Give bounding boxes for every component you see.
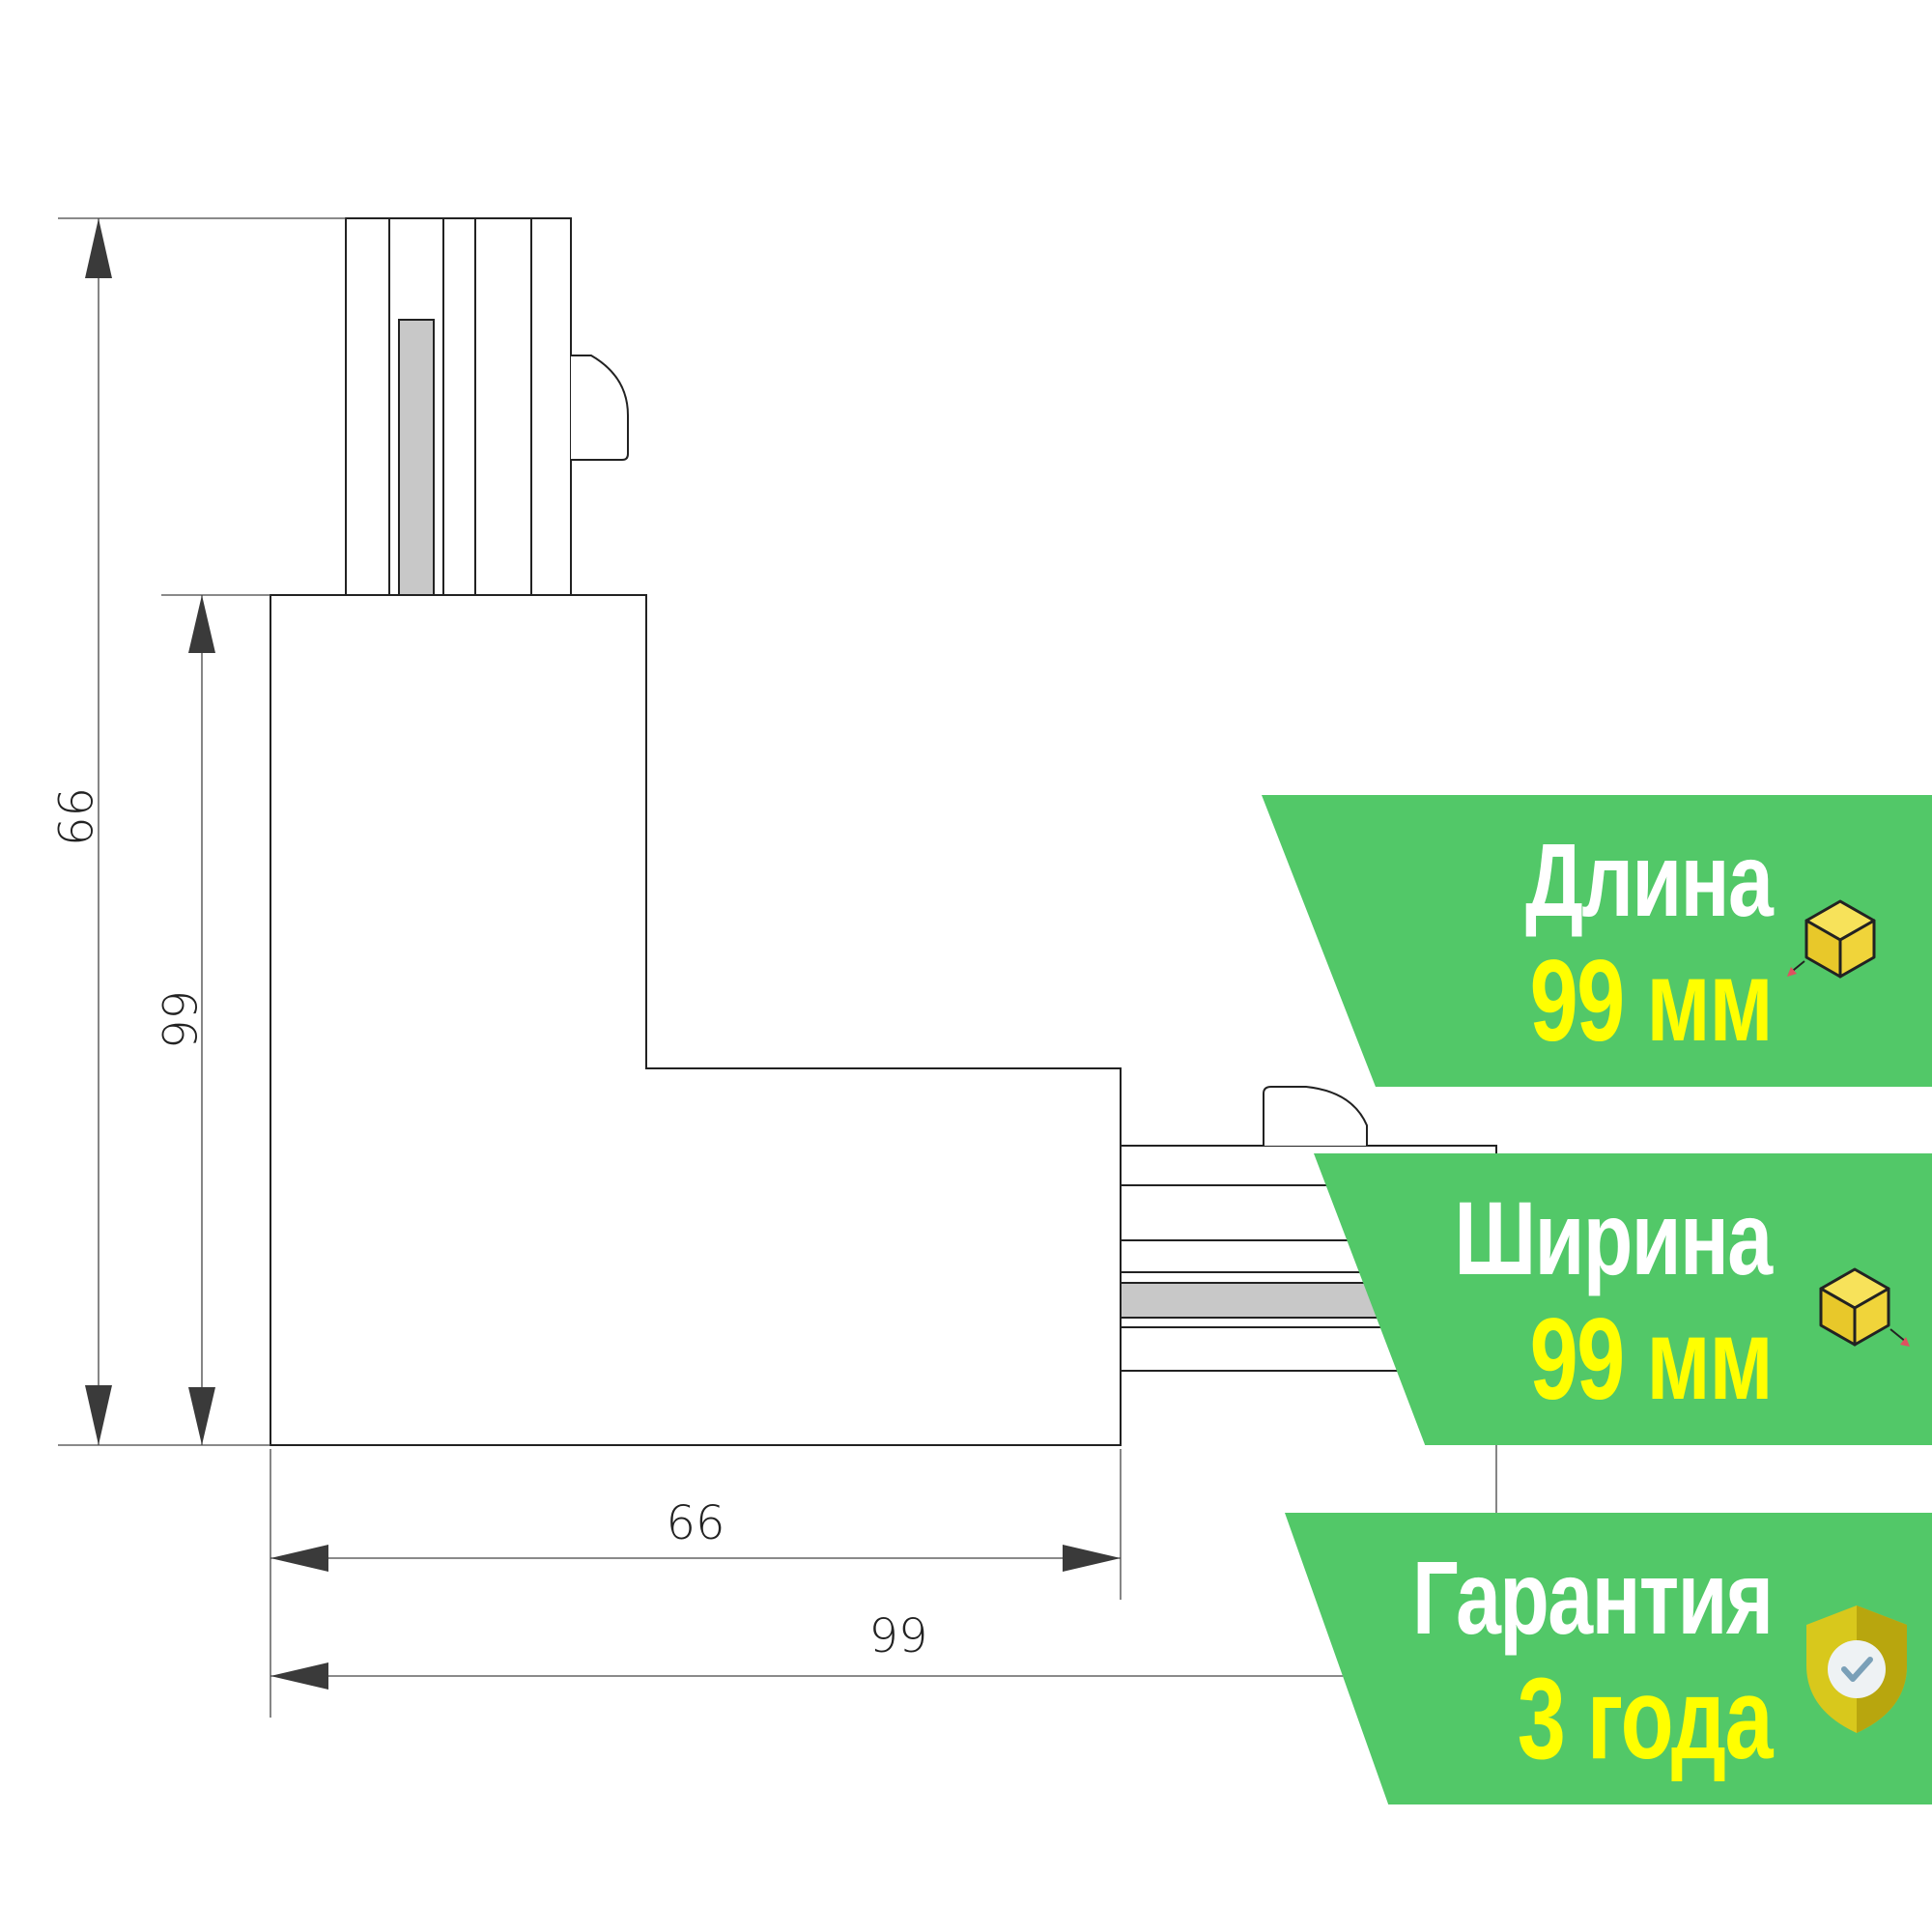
warranty-badge: Гарантия 3 года [1285, 1513, 1932, 1804]
cube-width-icon [1819, 1267, 1910, 1347]
dim-body-width: 66 [666, 1496, 724, 1550]
dim-total-width: 99 [868, 1609, 927, 1663]
length-badge: Длина 99 мм [1262, 795, 1932, 1087]
arrow-down-total [85, 1385, 112, 1445]
arrow-right-body [1063, 1545, 1121, 1572]
width-value: 99 мм [1529, 1294, 1773, 1424]
arrow-down-body [188, 1387, 215, 1445]
top-connector [345, 217, 572, 596]
shield-check-icon [1806, 1605, 1907, 1733]
arrow-left-total [270, 1662, 328, 1690]
top-latch [571, 355, 629, 461]
arrow-up-body [188, 595, 215, 653]
dim-body-height: 66 [151, 989, 205, 1048]
width-badge: Ширина 99 мм [1314, 1153, 1932, 1445]
top-insert-strip [398, 319, 435, 596]
l-body [270, 594, 1122, 1446]
warranty-title: Гарантия [1411, 1539, 1774, 1656]
arrow-up-total [85, 218, 112, 278]
dim-total-height: 99 [46, 786, 100, 845]
length-value: 99 мм [1529, 936, 1773, 1065]
arrow-left-body [270, 1545, 328, 1572]
warranty-value: 3 года [1517, 1654, 1774, 1783]
right-latch [1263, 1086, 1368, 1146]
cube-length-icon [1787, 899, 1876, 979]
width-title: Ширина [1454, 1179, 1774, 1296]
length-title: Длина [1524, 821, 1774, 938]
